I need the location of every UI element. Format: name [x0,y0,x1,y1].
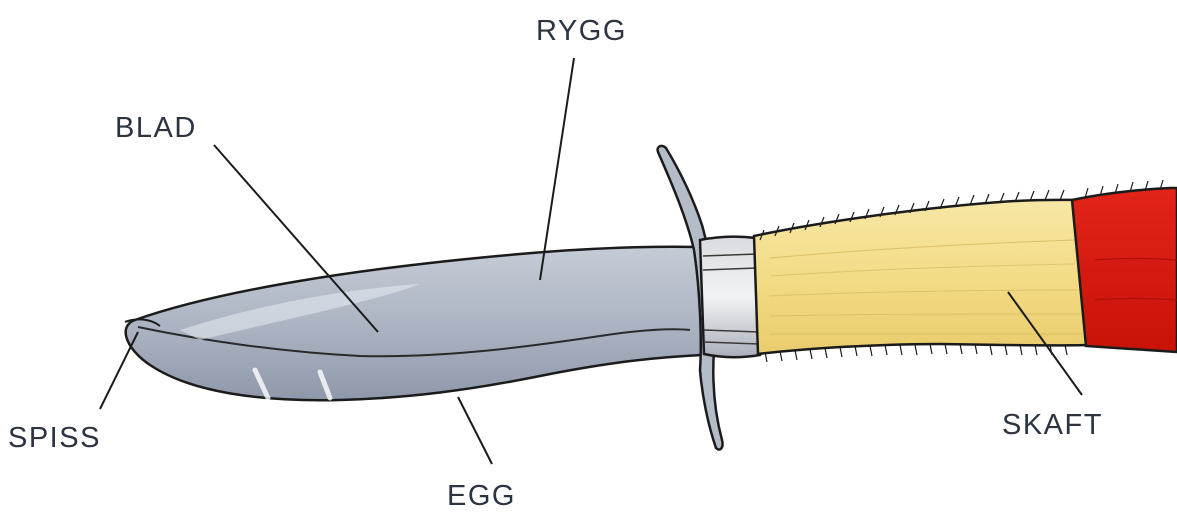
spiss-leader-line [100,332,138,409]
bolster [700,237,760,357]
label-spiss: SPISS [8,424,101,453]
label-blad: BLAD [115,114,197,143]
egg-leader-line [458,397,492,464]
blade [125,247,702,400]
handle [754,190,1088,362]
label-rygg: RYGG [536,17,627,46]
rygg-leader-line [540,58,574,280]
handle-end-cap [1072,180,1177,352]
label-egg: EGG [447,482,516,511]
label-skaft: SKAFT [1002,411,1103,440]
